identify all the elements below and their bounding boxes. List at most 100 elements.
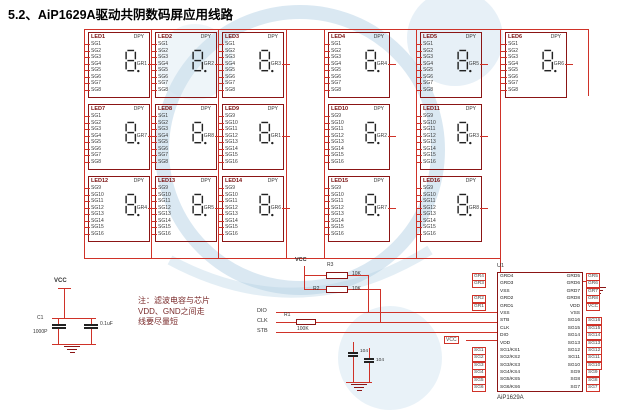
r2-ref-label: R2 [313, 286, 320, 292]
seg-pin-label: SG16 [416, 158, 436, 165]
wire [353, 342, 354, 352]
seg-pin-label: SG14 [151, 217, 171, 224]
led-ref-label: LED16 [423, 178, 441, 184]
seg-pin-label: SG9 [151, 185, 171, 192]
seven-segment-digit [259, 193, 274, 217]
wire [276, 322, 497, 323]
wire [58, 318, 59, 324]
c1-ref-label: C1 [37, 315, 44, 321]
seg-pin-label: SG7 [83, 80, 102, 86]
wire [348, 275, 368, 276]
seg-pin-label: SG8 [415, 86, 434, 93]
wire [324, 29, 325, 258]
resistor-r3 [326, 272, 348, 279]
seg-pin-label: SG13 [324, 211, 344, 217]
c3-value-label: 104 [360, 349, 369, 354]
led-ref-label: LED15 [331, 178, 349, 184]
clk-net-label: CLK [257, 318, 268, 324]
wire [500, 29, 501, 272]
seven-segment-digit [457, 121, 472, 145]
seg-pin-label: SG12 [416, 132, 436, 139]
net-label: SG4 [472, 369, 486, 378]
dpy-label: DPY [465, 106, 476, 112]
seg-pin-label: SG10 [324, 119, 344, 126]
net-label: SG5 [472, 376, 486, 385]
seg-pin-label: SG1 [150, 41, 169, 47]
net-label: GR3 [472, 280, 486, 289]
led-ref-label: LED9 [225, 106, 240, 112]
wire [52, 344, 96, 345]
seg-pin-label: SG13 [84, 211, 104, 217]
net-label: VCC [586, 302, 601, 311]
net-label: SG7 [586, 384, 600, 392]
seg-pin-label: SG8 [83, 86, 102, 93]
dpy-label: DPY [267, 106, 278, 112]
dpy-label: DPY [200, 178, 211, 184]
note-line-1: 注：滤波电容与芯片 [138, 296, 210, 305]
chip-pin-name-right: SG7 [570, 384, 580, 390]
wire [346, 382, 372, 383]
seg-pin-label: SG2 [217, 47, 236, 54]
led-ref-label: LED4 [331, 34, 346, 40]
dpy-label: DPY [200, 106, 211, 112]
seg-pin-label: SG16 [151, 230, 171, 237]
r3-ref-label: R3 [327, 262, 334, 268]
seg-pin-label: SG1 [83, 113, 102, 119]
ground-symbol [64, 346, 80, 354]
seg-pin-label: SG4 [500, 60, 519, 67]
seg-pin-label: SG10 [324, 191, 344, 198]
grid-pin-label: GR4 [136, 205, 157, 211]
seg-pin-label: SG1 [217, 41, 236, 47]
led-ref-label: LED1 [91, 34, 106, 40]
seg-pin-label: SG8 [150, 158, 169, 165]
net-label: SG8 [586, 376, 600, 385]
grid-pin-label: GR6 [553, 61, 574, 67]
wire [416, 29, 417, 258]
capacitor-plate [52, 324, 66, 326]
seg-pin-label: SG16 [84, 230, 104, 237]
seg-pin-label: SG14 [84, 217, 104, 224]
chip-pin-name-right: GRD5 [566, 274, 580, 279]
seg-pin-label: SG16 [416, 230, 436, 237]
wire [588, 29, 589, 96]
chip-part-number: AiP1629A [497, 395, 524, 401]
net-label: SG1 [472, 347, 486, 355]
net-label: SG15 [586, 324, 603, 333]
r1-ref-label: R1 [284, 312, 291, 318]
seg-pin-label: SG9 [416, 185, 436, 192]
wire [368, 275, 369, 313]
seven-segment-digit [457, 193, 472, 217]
net-label: SG14 [586, 332, 603, 341]
seg-pin-label: SG13 [416, 139, 436, 145]
led-ref-label: LED6 [508, 34, 523, 40]
chip-pin-name-left: GRD1 [500, 303, 514, 309]
seg-pin-label: SG2 [83, 119, 102, 126]
seg-pin-label: SG6 [323, 73, 342, 80]
seg-pin-label: SG6 [83, 73, 102, 80]
seg-pin-label: SG14 [416, 217, 436, 224]
capacitor-plate [84, 324, 98, 326]
dpy-label: DPY [373, 178, 384, 184]
seg-pin-label: SG8 [217, 86, 236, 93]
seg-pin-label: SG14 [324, 145, 344, 152]
seg-pin-label: SG15 [324, 224, 344, 230]
seg-pin-label: SG7 [217, 80, 236, 86]
wire [218, 29, 219, 258]
seg-pin-label: SG11 [84, 198, 104, 204]
vcc-chip-net-label: VCC [444, 336, 459, 344]
